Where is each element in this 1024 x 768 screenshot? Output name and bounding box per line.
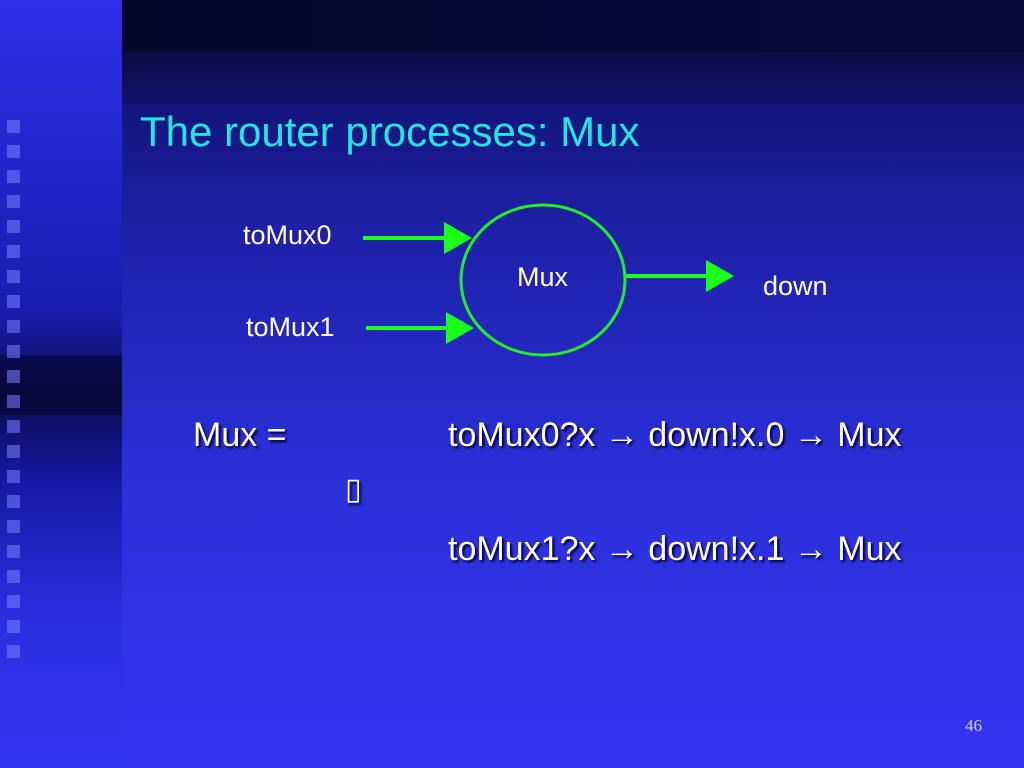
decorative-square — [7, 370, 20, 383]
decorative-square — [7, 320, 20, 333]
decorative-square — [7, 345, 20, 358]
process-label: Mux — [517, 262, 569, 292]
output-label: down — [763, 271, 828, 301]
slide-title: The router processes: Mux — [140, 108, 640, 155]
left-decorative-strip — [0, 0, 122, 768]
decorative-square — [7, 620, 20, 633]
definition-lhs: Mux = — [193, 416, 287, 454]
decorative-square — [7, 645, 20, 658]
decorative-square — [7, 395, 20, 408]
top-band — [0, 0, 1024, 52]
decorative-square — [7, 195, 20, 208]
input1-label: toMux1 — [246, 312, 335, 342]
choice-symbol: ▯ — [345, 473, 362, 506]
decorative-square — [7, 295, 20, 308]
decorative-square — [7, 470, 20, 483]
decorative-squares — [7, 120, 21, 670]
decorative-square — [7, 145, 20, 158]
strip-shade — [0, 355, 122, 415]
slide-number: 46 — [965, 716, 982, 735]
mux-process-circle — [459, 203, 627, 357]
decorative-square — [7, 420, 20, 433]
definition-branch-1: toMux0?x → down!x.0 → Mux — [448, 416, 902, 454]
decorative-square — [7, 270, 20, 283]
decorative-square — [7, 170, 20, 183]
definition-branch-2: toMux1?x → down!x.1 → Mux — [448, 530, 902, 568]
decorative-square — [7, 595, 20, 608]
decorative-square — [7, 445, 20, 458]
header-band — [122, 52, 1024, 104]
decorative-square — [7, 545, 20, 558]
decorative-square — [7, 495, 20, 508]
input0-label: toMux0 — [243, 220, 332, 250]
decorative-square — [7, 570, 20, 583]
decorative-square — [7, 220, 20, 233]
decorative-square — [7, 245, 20, 258]
decorative-square — [7, 520, 20, 533]
decorative-square — [7, 120, 20, 133]
